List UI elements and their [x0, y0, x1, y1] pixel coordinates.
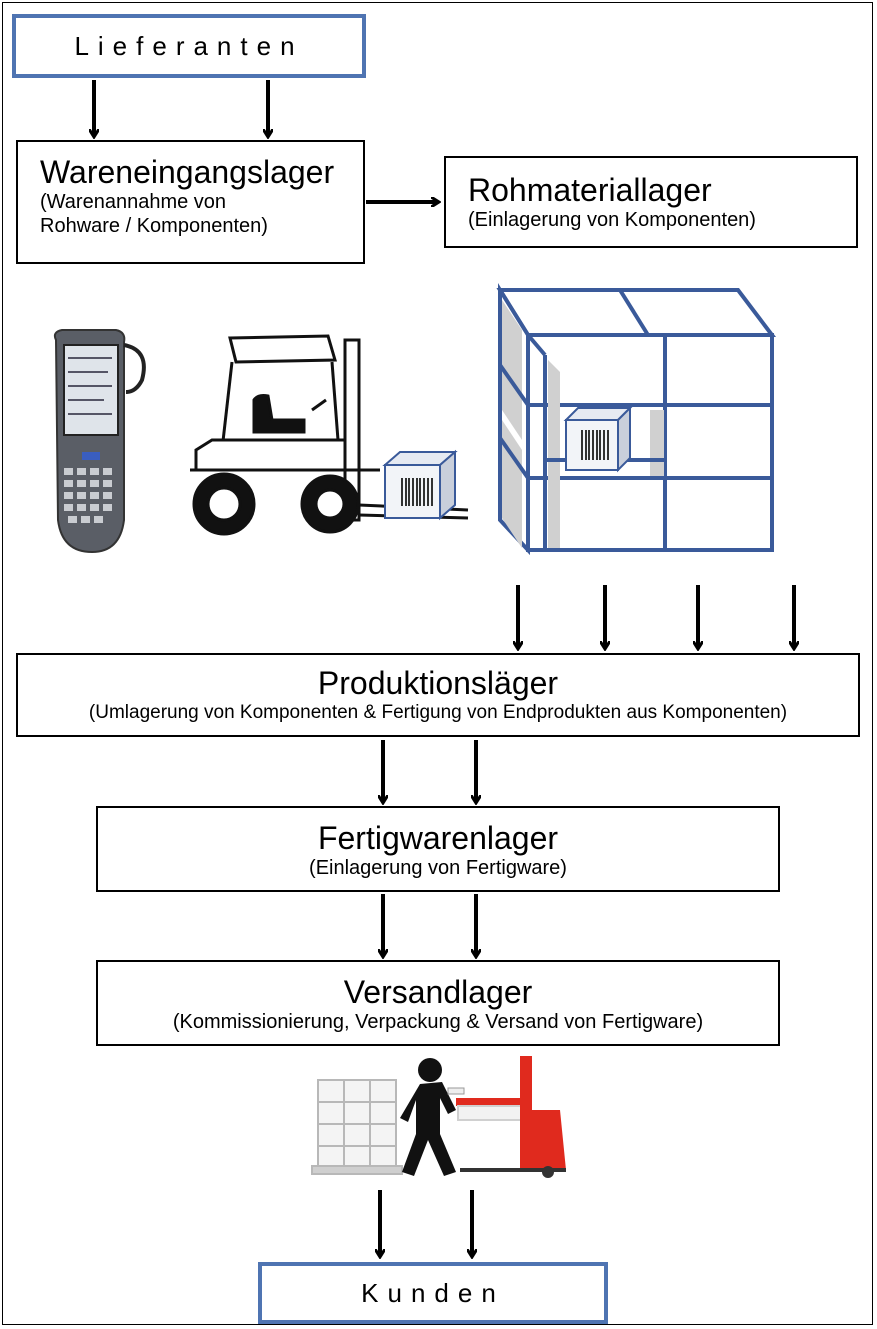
- pallet-truck-icon: [447, 1056, 566, 1178]
- forklift-box-icon: [382, 449, 458, 521]
- fertigwarenlager-sub: (Einlagerung von Fertigware): [309, 857, 567, 879]
- barcode-icon: [581, 430, 609, 460]
- kunden-label: Kunden: [361, 1278, 505, 1308]
- produktionslager-title: Produktionsläger: [317, 665, 559, 701]
- versandlager-content: Versandlager (Kommissionierung, Verpacku…: [96, 960, 780, 1046]
- wareneingangslager-box: Wareneingangslager (Warenannahme von Roh…: [16, 140, 365, 264]
- fertigwarenlager-box: Fertigwarenlager (Einlagerung von Fertig…: [96, 806, 780, 892]
- handheld-scanner-icon: [53, 329, 146, 554]
- warehouse-rack-icon: [496, 283, 777, 556]
- barcode-icon: [401, 478, 433, 506]
- lieferanten-box: Lieferanten: [12, 14, 366, 78]
- worker-silhouette-icon: [400, 1058, 456, 1176]
- fertigwarenlager-title: Fertigwarenlager: [317, 820, 559, 856]
- produktionslager-sub: (Umlagerung von Komponenten & Fertigung …: [88, 702, 788, 723]
- wareneingangslager-sub1: (Warenannahme von: [40, 191, 227, 213]
- forklift-icon: [190, 334, 469, 536]
- versandlager-sub: (Kommissionierung, Verpackung & Versand …: [172, 1011, 704, 1033]
- rohmateriallager-title: Rohmateriallager: [468, 172, 712, 208]
- produktionslager-box: Produktionsläger (Umlagerung von Kompone…: [16, 653, 860, 737]
- wareneingangslager-sub2: Rohware / Komponenten): [40, 215, 268, 237]
- lieferanten-label: Lieferanten: [74, 31, 304, 61]
- kunden-box: Kunden: [258, 1262, 608, 1324]
- wareneingangslager-title: Wareneingangslager: [40, 154, 335, 190]
- versandlager-title: Versandlager: [343, 974, 533, 1010]
- worker-with-pallet-truck-icon: [311, 1056, 566, 1178]
- rohmateriallager-sub: (Einlagerung von Komponenten): [468, 209, 756, 231]
- rohmateriallager-box: Rohmateriallager (Einlagerung von Kompon…: [444, 156, 858, 248]
- pallet-stack-icon: [311, 1079, 403, 1175]
- rack-box-icon: [563, 405, 633, 473]
